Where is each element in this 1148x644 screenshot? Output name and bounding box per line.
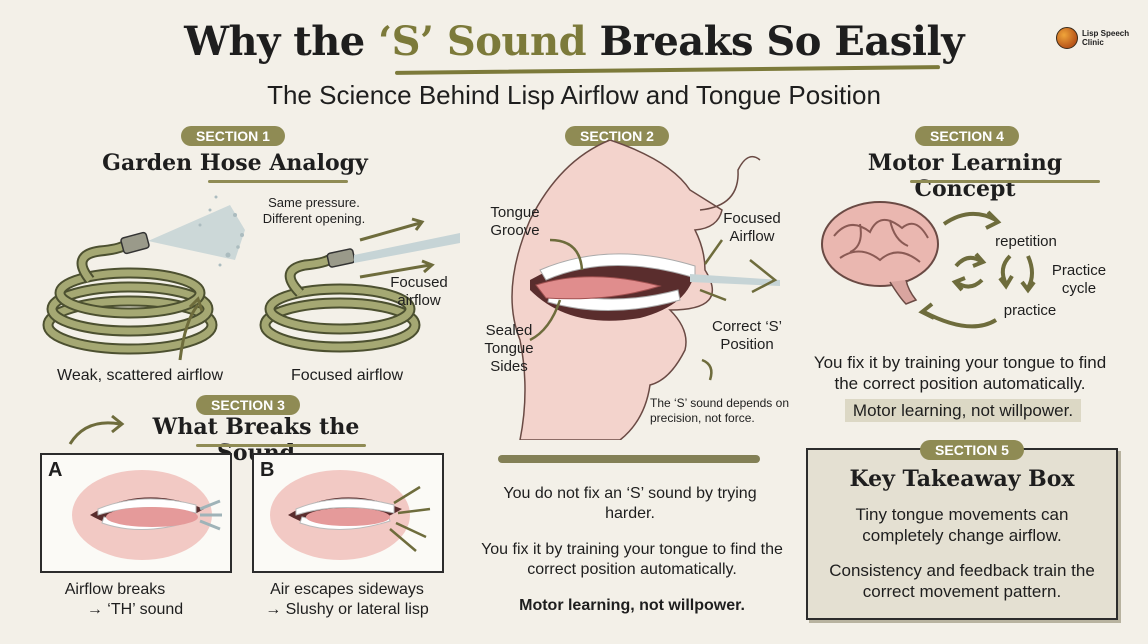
section-1-pill: SECTION 1 — [181, 126, 285, 146]
motor-learning-illustration — [821, 201, 1036, 329]
section-4-pill: SECTION 4 — [915, 126, 1019, 146]
curved-arrow-icon — [68, 414, 125, 445]
mouth-th-icon — [72, 470, 222, 560]
repetition-label: repetition — [995, 233, 1057, 250]
section-1-heading: Garden Hose Analogy — [102, 150, 368, 176]
arrow-top-icon — [942, 212, 997, 226]
airflow-stream-icon — [690, 274, 780, 286]
section-2-body-3: Motor learning, not willpower. — [519, 597, 745, 614]
caption-b-line2: → Slushy or lateral lisp — [265, 601, 429, 618]
key-takeaway-box: Key Takeaway Box Tiny tongue movements c… — [806, 448, 1118, 620]
hose-caption-left: Weak, scattered airflow — [57, 367, 223, 384]
hose-note: Same pressure. Different opening. — [262, 195, 366, 226]
section-4-heading: Motor Learning Concept — [867, 150, 1063, 202]
title-underline — [394, 65, 941, 75]
logo-icon — [1056, 27, 1078, 49]
arrow-right-icon — [359, 221, 421, 242]
caption-a-line2: → ‘TH’ sound — [86, 601, 184, 618]
hose-left-icon — [42, 231, 218, 355]
correct-position-label: Correct ‘S’ Position — [711, 318, 782, 353]
hose-caption-right: Focused airflow — [290, 367, 404, 384]
takeaway-line-2: Consistency and feedback train the corre… — [829, 561, 1095, 601]
brush-divider — [498, 455, 760, 463]
section-5-pill: SECTION 5 — [920, 440, 1024, 460]
precision-note: The ‘S’ sound depends on precision, not … — [650, 396, 789, 425]
focused-airflow-label-2: Focused Airflow — [723, 210, 781, 245]
mouth-profile-illustration — [511, 140, 780, 440]
title-accent: ‘S’ Sound — [378, 18, 587, 65]
tongue-groove-label: Tongue Groove — [490, 204, 540, 239]
focused-airflow-label: Focused airflow — [390, 274, 448, 309]
section-5-heading: Key Takeaway Box — [849, 466, 1075, 492]
panel-b: B — [252, 453, 444, 573]
page-subtitle: The Science Behind Lisp Airflow and Tong… — [267, 80, 881, 110]
section-3-underline — [196, 444, 366, 447]
section-4-body: You fix it by training your tongue to fi… — [813, 353, 1107, 393]
section-4-underline — [910, 180, 1100, 183]
title-part-1: Why the — [184, 18, 379, 65]
logo-text: Lisp Speech Clinic — [1082, 29, 1130, 47]
focused-stream-icon — [354, 233, 460, 263]
caption-b-line1: Air escapes sideways — [270, 581, 424, 598]
brain-icon — [821, 201, 939, 305]
mouth-lateral-icon — [270, 470, 431, 560]
practice-label: practice — [1003, 302, 1057, 319]
panel-a: A — [40, 453, 232, 573]
page-title: Why the ‘S’ Sound Breaks So Easily — [0, 18, 1148, 65]
section-4-highlight: Motor learning, not willpower. — [844, 399, 1082, 422]
section-2-pill: SECTION 2 — [565, 126, 669, 146]
section-1-underline — [208, 180, 348, 183]
hose-right-icon — [259, 248, 421, 353]
arrow-bottom-icon — [923, 310, 998, 329]
arrow-up-icon — [178, 304, 200, 361]
panel-a-letter: A — [48, 459, 63, 481]
clinic-logo: Lisp Speech Clinic — [1056, 27, 1142, 49]
cycle-arrows-icon — [951, 252, 1036, 294]
sealed-sides-label: Sealed Tongue Sides — [484, 322, 534, 375]
panel-b-letter: B — [260, 459, 275, 481]
scattered-spray-icon — [148, 195, 245, 267]
section-2-body-1: You do not fix an ‘S’ sound by trying ha… — [503, 485, 757, 522]
section-4-highlight-wrap: Motor learning, not willpower. — [832, 399, 1094, 422]
garden-hose-illustration — [42, 195, 460, 361]
section-3-pill: SECTION 3 — [196, 395, 300, 415]
section-2-body-2: You fix it by training your tongue to fi… — [481, 541, 783, 578]
takeaway-line-1: Tiny tongue movements can completely cha… — [855, 505, 1069, 545]
practice-cycle-label: Practice cycle — [1051, 262, 1107, 297]
caption-a-line1: Airflow breaks — [64, 581, 166, 598]
title-part-2: Breaks So Easily — [586, 18, 964, 65]
